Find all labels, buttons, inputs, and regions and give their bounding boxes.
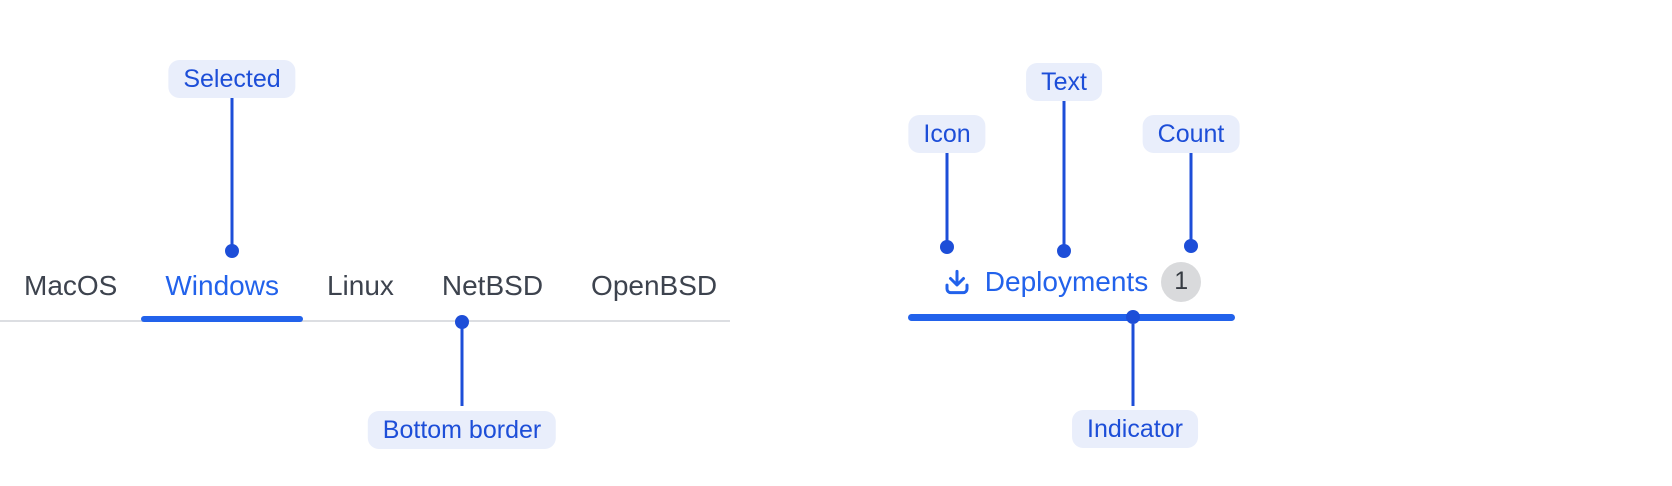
tab-label: NetBSD bbox=[441, 270, 544, 301]
download-icon bbox=[945, 269, 969, 294]
annotation-dot-icon bbox=[940, 240, 954, 254]
annotation-label-text: Text bbox=[1026, 63, 1102, 101]
tab-label: Windows bbox=[165, 270, 279, 301]
annotation-line-bottom-border bbox=[460, 328, 464, 406]
annotation-line-text bbox=[1062, 101, 1066, 245]
tab-linux[interactable]: Linux bbox=[303, 252, 418, 320]
tab-label: Deployments bbox=[984, 265, 1149, 297]
annotation-line-selected bbox=[230, 98, 234, 245]
annotation-line-indicator bbox=[1131, 324, 1135, 406]
tab-bar: MacOS Windows Linux NetBSD OpenBSD bbox=[0, 252, 730, 322]
annotation-dot-indicator bbox=[1126, 310, 1140, 324]
annotation-dot-bottom-border bbox=[455, 315, 469, 329]
annotation-label-selected: Selected bbox=[168, 60, 296, 98]
tab-netbsd[interactable]: NetBSD bbox=[418, 252, 567, 320]
annotation-dot-selected bbox=[225, 244, 239, 258]
tab-label: MacOS bbox=[24, 270, 118, 301]
tab-label: Linux bbox=[326, 270, 394, 301]
tab-macos[interactable]: MacOS bbox=[0, 252, 141, 320]
tab-label: OpenBSD bbox=[591, 270, 718, 301]
active-tab-indicator bbox=[908, 314, 1235, 321]
annotation-line-count bbox=[1189, 153, 1193, 240]
annotation-dot-text bbox=[1057, 244, 1071, 258]
annotation-label-bottom-border: Bottom border bbox=[367, 411, 557, 449]
annotation-label-count: Count bbox=[1142, 115, 1240, 153]
tab-openbsd[interactable]: OpenBSD bbox=[567, 252, 741, 320]
active-tab-underline bbox=[141, 316, 303, 322]
annotation-label-icon: Icon bbox=[908, 115, 986, 153]
annotation-line-icon bbox=[945, 153, 949, 241]
tab-deployments[interactable]: Deployments 1 bbox=[908, 250, 1235, 321]
count-badge: 1 bbox=[1161, 261, 1202, 302]
annotation-dot-count bbox=[1184, 239, 1198, 253]
annotation-label-indicator: Indicator bbox=[1072, 410, 1198, 448]
tab-windows[interactable]: Windows bbox=[141, 252, 303, 322]
